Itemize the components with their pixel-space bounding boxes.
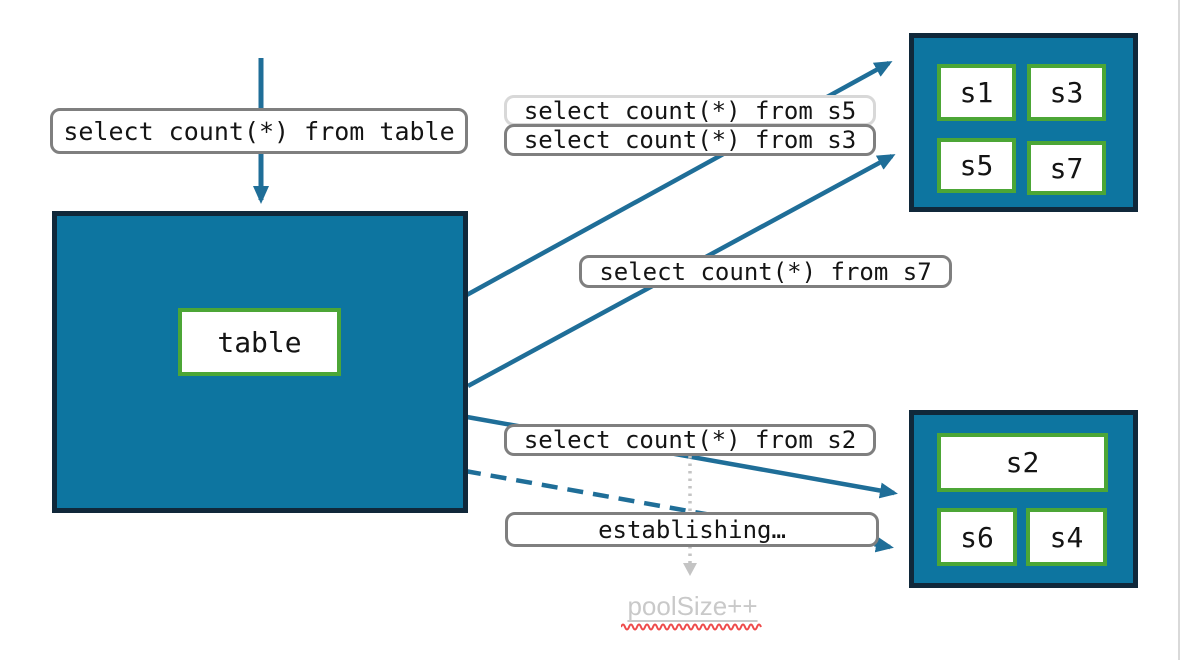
shard-s3: s3 xyxy=(1027,64,1106,121)
shard-s7-label: s7 xyxy=(1049,151,1084,185)
query-label-s3: select count(*) from s3 xyxy=(504,124,876,156)
shard-s2: s2 xyxy=(937,433,1108,492)
shard-s4: s4 xyxy=(1026,508,1107,566)
shard-s6-label: s6 xyxy=(960,520,994,554)
pool-size-note: poolSize++ xyxy=(590,591,795,622)
query-label-table-text: select count(*) from table xyxy=(63,116,455,146)
query-label-s3-text: select count(*) from s3 xyxy=(523,126,857,154)
arrow-establishing-dashed xyxy=(464,468,894,553)
query-label-s2-text: select count(*) from s2 xyxy=(523,426,857,454)
status-label-establishing: establishing… xyxy=(505,512,879,547)
shard-s5: s5 xyxy=(937,138,1016,193)
query-label-table: select count(*) from table xyxy=(50,108,468,154)
shard-s1: s1 xyxy=(937,64,1016,121)
shard-s6: s6 xyxy=(937,508,1017,566)
shard-group-even-box: s2 s6 s4 xyxy=(909,410,1138,588)
shard-s3-label: s3 xyxy=(1049,76,1084,109)
shard-s1-label: s1 xyxy=(959,76,994,109)
query-label-s5-text: select count(*) from s5 xyxy=(523,96,857,125)
table-label-box: table xyxy=(178,308,341,376)
shard-s2-label: s2 xyxy=(1005,446,1040,479)
shard-s5-label: s5 xyxy=(959,149,994,182)
spellcheck-squiggle xyxy=(621,623,762,631)
shard-s7: s7 xyxy=(1027,141,1106,195)
query-label-s2: select count(*) from s2 xyxy=(504,424,876,456)
slide-edge-line xyxy=(1178,0,1180,660)
query-label-s7: select count(*) from s7 xyxy=(579,255,952,288)
table-label: table xyxy=(217,325,302,359)
shard-s4-label: s4 xyxy=(1049,520,1084,554)
query-label-s5: select count(*) from s5 xyxy=(504,95,876,126)
pool-size-text: poolSize++ xyxy=(627,591,758,621)
status-label-establishing-text: establishing… xyxy=(598,515,786,544)
shard-group-odd-box: s1 s3 s5 s7 xyxy=(909,33,1138,212)
query-label-s7-text: select count(*) from s7 xyxy=(599,257,932,286)
table-container-box: table xyxy=(52,211,468,513)
